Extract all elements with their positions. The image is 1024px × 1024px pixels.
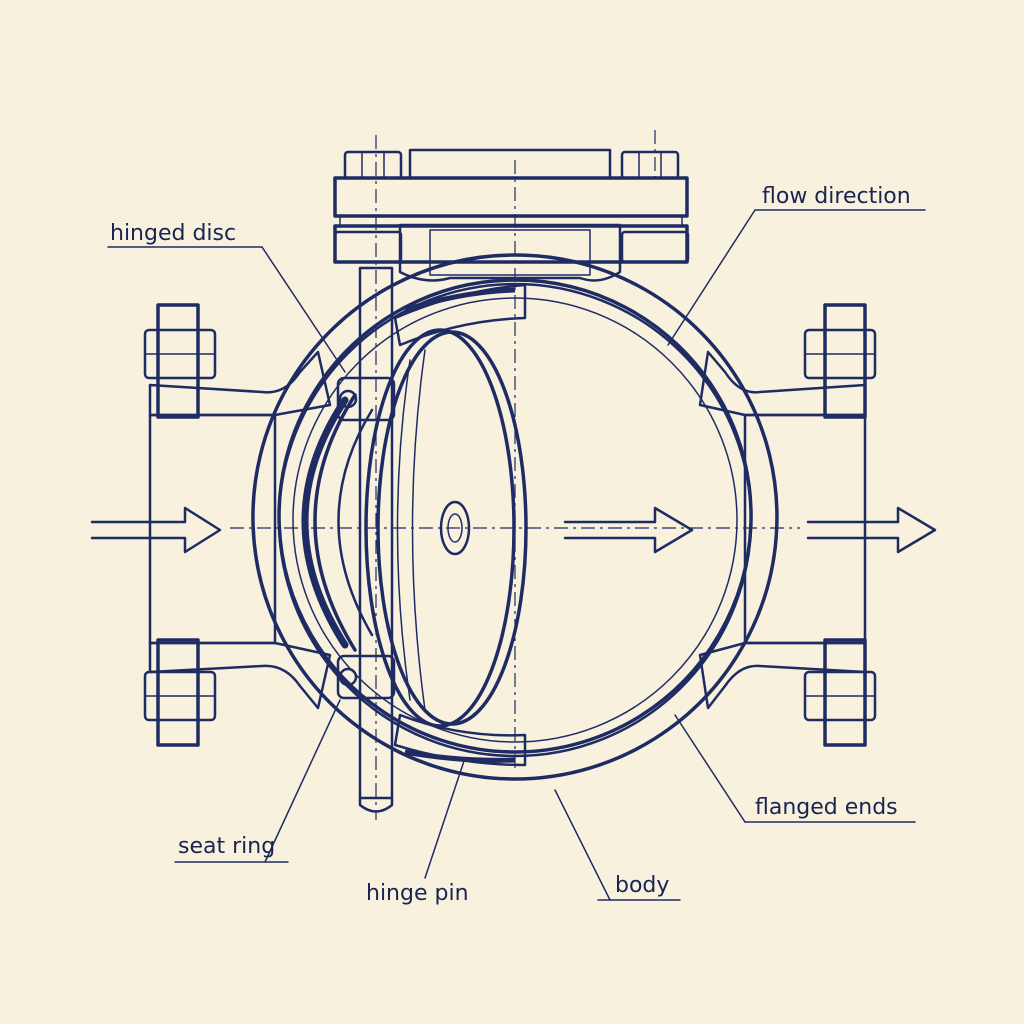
left-flange-lower: [156, 638, 200, 747]
leader-flow-direction: [667, 209, 756, 346]
label-flow-direction: flow direction: [762, 184, 911, 209]
hinge-pin: [336, 266, 396, 813]
label-seat-ring: seat ring: [178, 834, 275, 859]
hinge-boss-top: [336, 376, 396, 422]
right-flange-upper: [823, 303, 867, 419]
right-flange: [803, 303, 877, 747]
left-neck-bottom-wall: [148, 641, 332, 710]
bonnet-bore: [429, 229, 591, 276]
leader-lines: [107, 209, 926, 901]
hinge-pin-shaft: [358, 266, 394, 800]
seat-ring: [301, 393, 374, 652]
leader-hinge-pin: [424, 757, 466, 879]
callout-labels: hinged disc flow direction seat ring hin…: [110, 184, 911, 906]
left-flange-upper: [156, 303, 200, 419]
leader-flanged-ends: [674, 714, 746, 823]
nut-right: [620, 230, 690, 264]
flow-arrow-outlet: [806, 506, 937, 554]
bolt-head-left: [343, 150, 403, 180]
valve-body: [148, 148, 867, 781]
right-flange-lower: [823, 638, 867, 747]
left-flange: [143, 303, 217, 747]
seat-ring-inner: [337, 408, 374, 637]
flow-arrows: [90, 506, 937, 554]
label-body: body: [615, 873, 669, 898]
right-bore: [743, 413, 867, 645]
bonnet-cap: [408, 148, 612, 180]
leader-body: [554, 789, 611, 901]
bonnet-flange: [333, 176, 689, 218]
right-neck-bottom-wall: [698, 641, 867, 710]
left-bore: [148, 413, 277, 645]
leader-hinged-disc: [261, 246, 346, 373]
bonnet-neck: [398, 223, 622, 282]
bolt-head-right: [620, 150, 680, 180]
flow-arrow-middle: [563, 506, 694, 554]
seat-ring-outer: [313, 393, 357, 652]
label-hinge-pin: hinge pin: [366, 881, 469, 906]
nut-left: [333, 230, 403, 264]
label-hinged-disc: hinged disc: [110, 221, 236, 246]
label-flanged-ends: flanged ends: [755, 795, 898, 820]
flow-arrow-inlet: [90, 506, 222, 554]
hinge-boss-bottom: [336, 654, 396, 700]
body-shell: [251, 253, 779, 781]
centerlines: [230, 130, 800, 820]
bonnet-bolts: [333, 150, 690, 264]
leader-seat-ring: [264, 699, 341, 863]
right-neck-top-wall: [698, 350, 867, 417]
